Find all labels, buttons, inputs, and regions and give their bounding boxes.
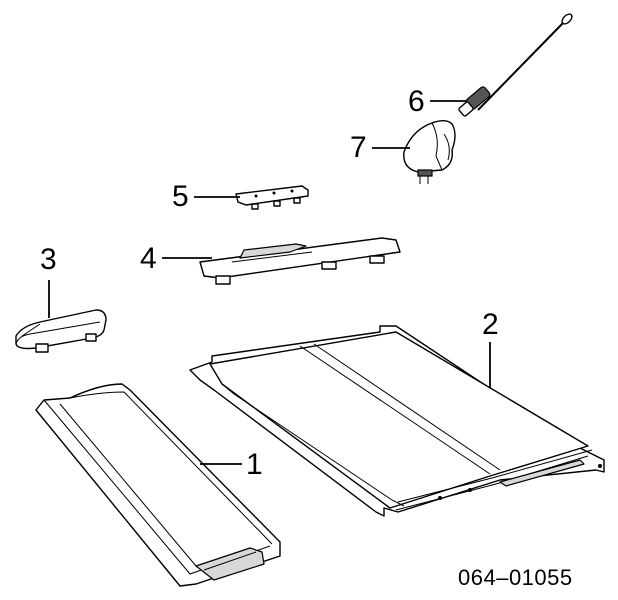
antenna-base-part <box>403 120 456 184</box>
callout-4: 4 <box>140 242 157 275</box>
callout-5: 5 <box>172 180 189 213</box>
bracket-part <box>235 185 309 210</box>
callout-6: 6 <box>408 85 425 118</box>
trim-piece-part <box>15 309 107 353</box>
sunshade-panel-part <box>35 383 281 587</box>
sunroof-panel-assembly-part <box>189 325 605 517</box>
callout-3: 3 <box>40 243 57 276</box>
header-rail-part <box>199 237 401 285</box>
callout-7: 7 <box>350 131 367 164</box>
callout-2: 2 <box>482 308 499 341</box>
callout-1: 1 <box>246 448 263 481</box>
diagram-reference-code: 064–01055 <box>458 565 573 590</box>
antenna-mast-part <box>458 13 573 117</box>
